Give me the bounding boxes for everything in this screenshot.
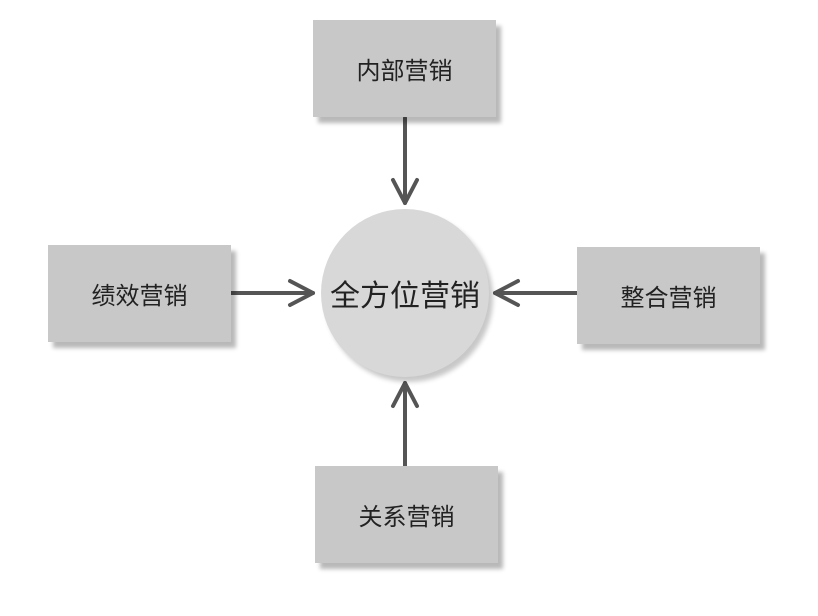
center-label: 全方位营销: [330, 279, 480, 314]
arrowhead-left: [288, 279, 315, 307]
node-integrated-marketing: 整合营销: [577, 247, 760, 344]
node-performance-marketing: 绩效营销: [48, 245, 231, 342]
node-label: 关系营销: [358, 503, 455, 531]
node-label: 内部营销: [356, 57, 453, 85]
arrowhead-top: [391, 178, 419, 205]
node-relationship-marketing: 关系营销: [315, 466, 498, 563]
node-label: 绩效营销: [91, 282, 188, 310]
node-internal-marketing: 内部营销: [313, 20, 496, 117]
node-label: 整合营销: [620, 284, 717, 312]
arrowhead-right: [493, 279, 520, 307]
node-holistic-marketing: 全方位营销: [321, 209, 489, 377]
arrowhead-bottom: [391, 381, 419, 408]
